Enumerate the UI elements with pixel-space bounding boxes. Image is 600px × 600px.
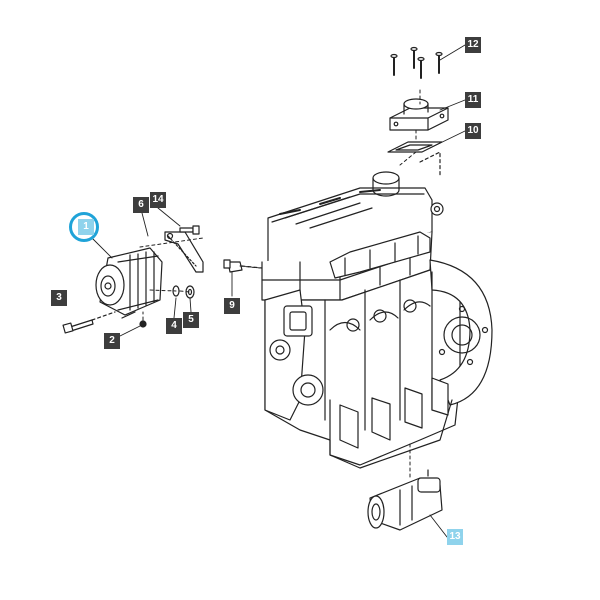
callout-9[interactable]: 9 <box>224 298 240 314</box>
callout-1[interactable]: 1 <box>78 219 94 235</box>
callout-2[interactable]: 2 <box>104 333 120 349</box>
bolt-14 <box>179 225 200 235</box>
adjusting-link <box>164 231 204 273</box>
callout-12[interactable]: 12 <box>465 37 481 53</box>
callout-13[interactable]: 13 <box>447 529 463 545</box>
nut-2 <box>139 320 147 328</box>
thermostat-housing-11 <box>389 98 449 131</box>
bolts-12 <box>390 46 443 79</box>
alternator <box>95 247 163 319</box>
bolt-3 <box>62 311 116 334</box>
leader-lines <box>139 89 421 479</box>
callout-3[interactable]: 3 <box>51 290 67 306</box>
selected-part-ring <box>69 212 99 242</box>
engine-block <box>261 151 493 469</box>
callout-leaders <box>91 44 466 538</box>
callout-11[interactable]: 11 <box>465 92 481 108</box>
callout-14[interactable]: 14 <box>150 192 166 208</box>
starter-motor <box>367 469 443 531</box>
gasket-10 <box>387 141 443 153</box>
fitting-9 <box>223 259 263 273</box>
callout-6[interactable]: 6 <box>133 197 149 213</box>
callout-4[interactable]: 4 <box>166 318 182 334</box>
callout-10[interactable]: 10 <box>465 123 481 139</box>
callout-5[interactable]: 5 <box>183 312 199 328</box>
